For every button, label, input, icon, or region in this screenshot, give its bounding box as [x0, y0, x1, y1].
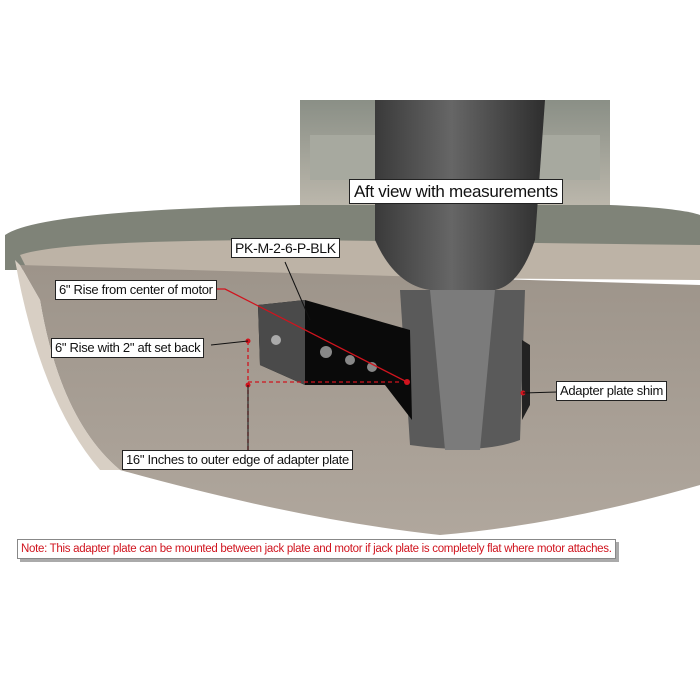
diagram-title: Aft view with measurements — [349, 179, 563, 204]
shim — [522, 340, 530, 420]
outer-edge-label: 16" Inches to outer edge of adapter plat… — [122, 450, 353, 470]
rise-setback-label: 6" Rise with 2" aft set back — [51, 338, 205, 358]
part-number-label: PK-M-2-6-P-BLK — [231, 238, 340, 258]
leader-lines — [210, 261, 558, 450]
shim-label: Adapter plate shim — [556, 381, 667, 401]
adapter-bracket — [258, 300, 530, 420]
rise-center-label: 6" Rise from center of motor — [55, 280, 217, 300]
mounting-note: Note: This adapter plate can be mounted … — [17, 539, 616, 559]
